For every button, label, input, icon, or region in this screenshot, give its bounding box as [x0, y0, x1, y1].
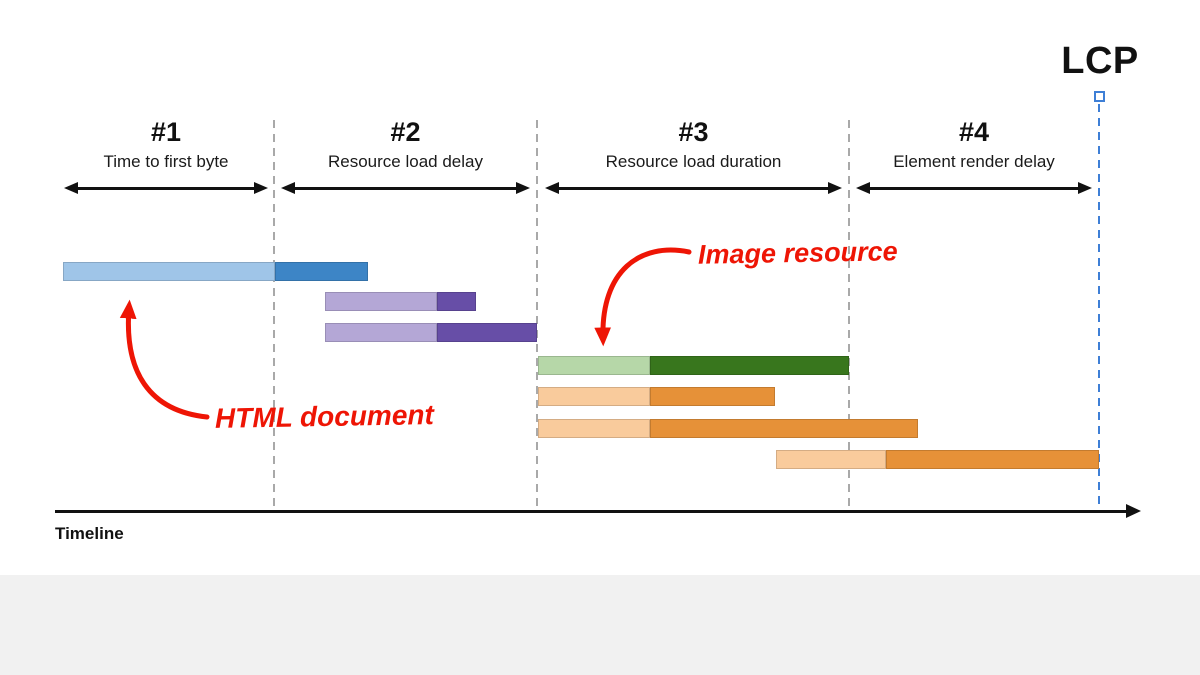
legend-band: DocumentStylesheetScriptImage [0, 575, 1200, 675]
stylesheet-bar-dark-segment [437, 323, 537, 342]
phase-number: #2 [390, 117, 421, 147]
document-bar-dark-segment [275, 262, 368, 281]
script-bar-light-segment [538, 419, 650, 438]
script-bar-light-segment [776, 450, 886, 469]
phase-number: #3 [678, 117, 709, 147]
phase-number: #1 [150, 117, 182, 147]
phase-label: Time to first byte [103, 152, 229, 171]
script-bar-light-segment [538, 387, 650, 406]
arrowhead-icon [516, 182, 530, 194]
arrowhead-icon [281, 182, 295, 194]
script-bar-dark-segment [886, 450, 1099, 469]
timeline-axis-arrowhead-icon [1126, 504, 1141, 518]
arrowhead-icon [828, 182, 842, 194]
phase-4-span-arrow [856, 180, 1092, 196]
image-resource-annotation: Image resource [697, 236, 898, 270]
document-bar-light-segment [63, 262, 275, 281]
html-document-annotation: HTML document [214, 399, 435, 434]
timeline-axis [55, 510, 1127, 513]
image-resource-arrow [594, 247, 692, 347]
phase-label: Resource load delay [328, 152, 483, 171]
stylesheet-bar-light-segment [325, 323, 437, 342]
script-bar-dark-segment [650, 387, 775, 406]
phase-label: Element render delay [893, 152, 1055, 171]
lcp-dashed-line [1098, 104, 1100, 510]
lcp-title: LCP [1061, 40, 1139, 82]
arrowhead-icon [856, 182, 870, 194]
image-bar-dark-segment [650, 356, 849, 375]
phase-2-span-arrow [281, 180, 530, 196]
html-document-arrow [119, 299, 210, 420]
script-bar-dark-segment [650, 419, 918, 438]
lcp-marker-square [1094, 91, 1105, 102]
phase-divider-2 [536, 120, 538, 510]
timeline-label: Timeline [55, 524, 124, 543]
image-bar-light-segment [538, 356, 650, 375]
arrowhead-icon [254, 182, 268, 194]
phase-arrow-line [866, 187, 1082, 190]
phase-number: #4 [958, 117, 990, 147]
phase-divider-1 [273, 120, 275, 510]
arrowhead-icon [1078, 182, 1092, 194]
stylesheet-bar-dark-segment [437, 292, 476, 311]
phase-label: Resource load duration [605, 152, 782, 171]
arrowhead-icon [545, 182, 559, 194]
phase-arrow-line [555, 187, 832, 190]
phase-arrow-line [291, 187, 520, 190]
stylesheet-bar-light-segment [325, 292, 437, 311]
phase-arrow-line [74, 187, 258, 190]
arrowhead-icon [64, 182, 78, 194]
phase-divider-3 [848, 120, 850, 510]
phase-1-span-arrow [64, 180, 268, 196]
phase-3-span-arrow [545, 180, 842, 196]
